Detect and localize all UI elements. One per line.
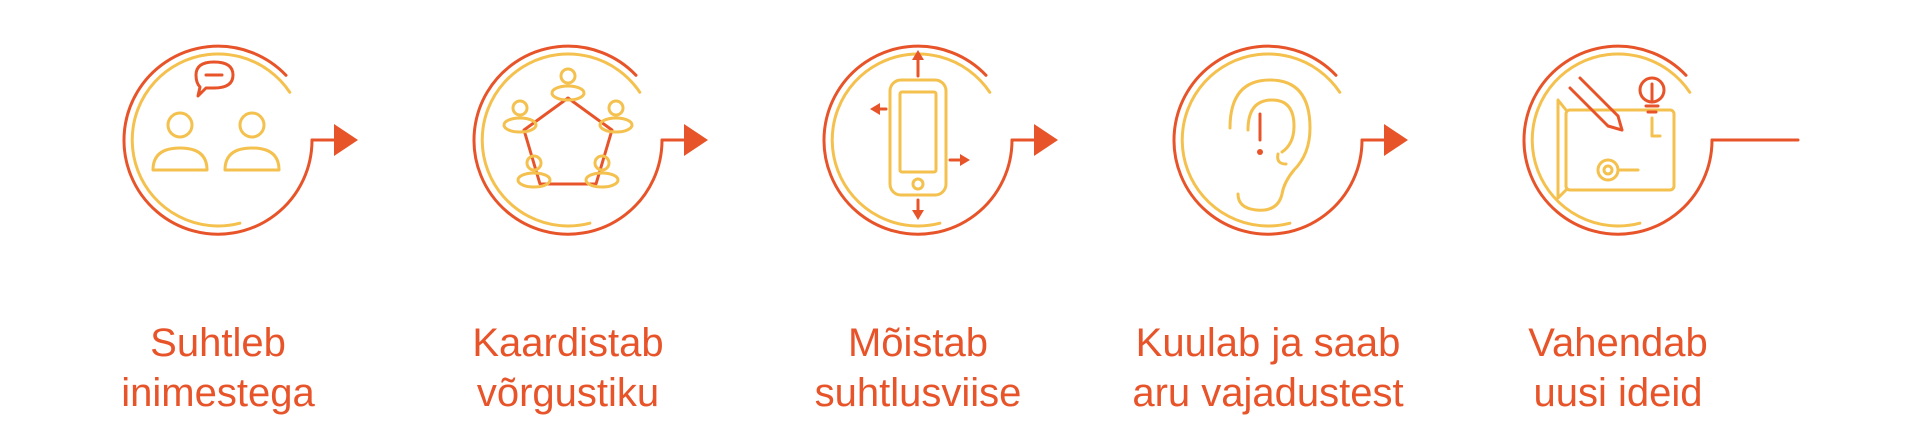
step-4 [1172,44,1408,236]
outer-ring [1172,44,1364,236]
step-1-label-line-2: inimestega [121,371,315,415]
step-5-label-line-1: Vahendab [1528,321,1708,365]
arrow-head [1034,124,1058,156]
arrow-head [684,124,708,156]
inner-ring [130,52,292,228]
step-1-label-line-1: Suhtleb [150,321,286,365]
arrow-head [1384,124,1408,156]
network-map-icon [502,67,634,189]
step-2-label-line-2: võrgustiku [476,371,660,415]
step-4-label: Kuulab ja saab aru vajadustest [1108,318,1428,418]
outer-ring [1522,44,1714,236]
step-5 [1522,44,1800,236]
step-3-label: Mõistab suhtlusviise [758,318,1078,418]
step-2-label-line-1: Kaardistab [472,321,664,365]
step-3-label-line-2: suhtlusviise [814,371,1022,415]
arrow-head [334,124,358,156]
inner-ring [830,52,992,228]
step-5-label: Vahendab uusi ideid [1458,318,1778,418]
step-2 [472,44,708,236]
step-1-label: Suhtleb inimestega [58,318,378,418]
step-4-label-line-2: aru vajadustest [1132,371,1404,415]
step-1 [122,44,358,236]
step-5-label-line-2: uusi ideid [1533,371,1703,415]
step-4-label-line-1: Kuulab ja saab [1135,321,1401,365]
people-chat-icon [151,60,281,172]
smartphone-icon [870,50,970,220]
step-3 [822,44,1058,236]
inner-ring [480,52,642,228]
inner-ring [1180,52,1342,228]
idea-plan-icon [1556,76,1676,200]
ear-listening-icon [1228,78,1312,212]
step-3-label-line-1: Mõistab [847,321,989,365]
inner-ring [1530,52,1692,228]
outer-ring [122,44,314,236]
step-2-label: Kaardistab võrgustiku [408,318,728,418]
outer-ring [822,44,1014,236]
outer-ring [472,44,664,236]
